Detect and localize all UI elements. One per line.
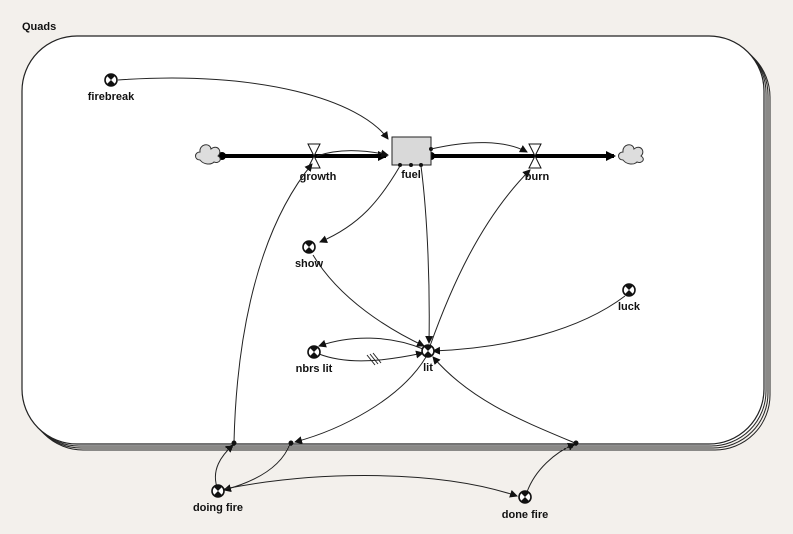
done-fire-label[interactable]: done fire [502, 509, 548, 521]
burn-valve-icon[interactable] [528, 143, 542, 169]
connector-nbrslit-lit [318, 350, 424, 362]
firebreak-converter-icon[interactable] [104, 73, 118, 87]
nbrs-lit-converter-icon[interactable] [307, 345, 321, 359]
connector-doingfire-growth [233, 163, 313, 443]
show-label[interactable]: show [295, 258, 324, 270]
show-converter-icon[interactable] [302, 240, 316, 254]
connector-lit-doingfire-marker [294, 356, 427, 445]
sector-frame [21, 35, 771, 451]
delay-mark-icon [366, 352, 382, 366]
doing-fire-label[interactable]: doing fire [193, 502, 243, 514]
sector-title[interactable]: Quads [22, 21, 56, 33]
connector-lit-nbrslit [318, 337, 424, 350]
source-cloud-icon [195, 144, 221, 165]
luck-label[interactable]: luck [618, 301, 641, 313]
connector-fuel-show [319, 165, 401, 243]
burn-label[interactable]: burn [525, 171, 550, 183]
sink-cloud-icon [618, 144, 644, 165]
nbrs-lit-label[interactable]: nbrs lit [296, 363, 333, 375]
done-fire-converter-icon[interactable] [518, 490, 532, 504]
connectors [117, 77, 626, 498]
connector-doingfire-marker [214, 444, 234, 491]
connector-donefire-marker [526, 442, 576, 493]
fuel-stock[interactable] [391, 136, 433, 167]
lit-converter-icon[interactable] [421, 344, 435, 358]
firebreak-label[interactable]: firebreak [88, 91, 135, 103]
doing-fire-converter-icon[interactable] [211, 484, 225, 498]
connector-fuel-lit [420, 165, 434, 344]
connector-doingfire-donefire [223, 475, 518, 498]
connector-fuel-burn [430, 142, 528, 153]
luck-converter-icon[interactable] [622, 283, 636, 297]
connector-lit-burn [429, 169, 531, 347]
connector-growth-fuel [316, 149, 389, 158]
connector-luck-lit [432, 295, 626, 355]
lit-label[interactable]: lit [423, 362, 433, 374]
connector-donefire-lit [432, 356, 576, 444]
connector-firebreak-fuel [117, 77, 389, 140]
connector-show-lit [312, 254, 425, 347]
growth-label[interactable]: growth [300, 171, 337, 183]
fuel-label[interactable]: fuel [401, 169, 421, 181]
